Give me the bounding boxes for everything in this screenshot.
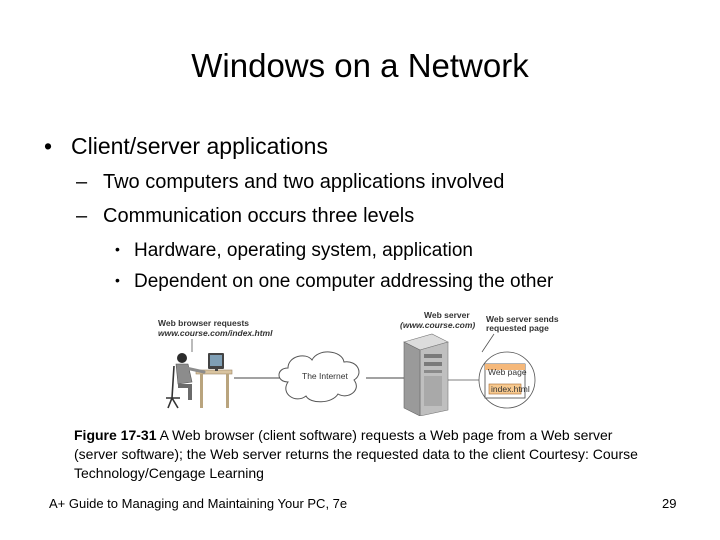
internet-label: The Internet	[302, 371, 348, 381]
bullet-text: Two computers and two applications invol…	[103, 171, 505, 193]
client-user-icon	[166, 353, 233, 409]
slide-title: Windows on a Network	[191, 47, 529, 84]
dash-icon: –	[76, 171, 88, 193]
bullet-dot-icon: •	[115, 272, 120, 288]
figure-caption: Figure 17-31 A Web browser (client softw…	[74, 426, 654, 483]
bullet-dot-icon: •	[44, 133, 53, 159]
client-server-figure: Web browser requests www.course.com/inde…	[158, 310, 559, 416]
server-label: Web server	[424, 310, 470, 320]
bullet-level1: • Client/server applications	[44, 131, 328, 161]
bullet-text: Hardware, operating system, application	[134, 240, 474, 261]
bullet-level3: • Hardware, operating system, application	[115, 237, 473, 263]
browser-request-label: Web browser requests	[158, 318, 249, 328]
bullet-dot-icon: •	[115, 241, 120, 257]
bullet-text: Dependent on one computer addressing the…	[134, 271, 554, 292]
bullet-level2: –Two computers and two applications invo…	[76, 169, 504, 195]
bullet-level2: –Communication occurs three levels	[76, 203, 414, 229]
server-url: (www.course.com)	[400, 320, 475, 330]
bullet-level3: • Dependent on one computer addressing th…	[115, 268, 553, 294]
internet-cloud-icon	[278, 351, 360, 403]
browser-request-url: www.course.com/index.html	[158, 328, 273, 338]
server-sends-label-line2: requested page	[486, 323, 549, 333]
bullet-text: Client/server applications	[71, 133, 328, 159]
footer-book-title: A+ Guide to Managing and Maintaining You…	[49, 496, 348, 511]
server-sends-label-line1: Web server sends	[486, 314, 559, 324]
dash-icon: –	[76, 205, 88, 227]
bullet-text: Communication occurs three levels	[103, 205, 415, 227]
web-server-icon	[403, 333, 449, 416]
file-label: index.html	[491, 384, 530, 394]
caption-text: A Web browser (client software) requests…	[74, 427, 638, 481]
web-page-document-icon	[484, 363, 526, 399]
page-number: 29	[662, 496, 677, 511]
figure-number: Figure 17-31	[74, 427, 157, 443]
web-page-label: Web page	[488, 367, 527, 377]
label-leader-line	[481, 333, 495, 353]
